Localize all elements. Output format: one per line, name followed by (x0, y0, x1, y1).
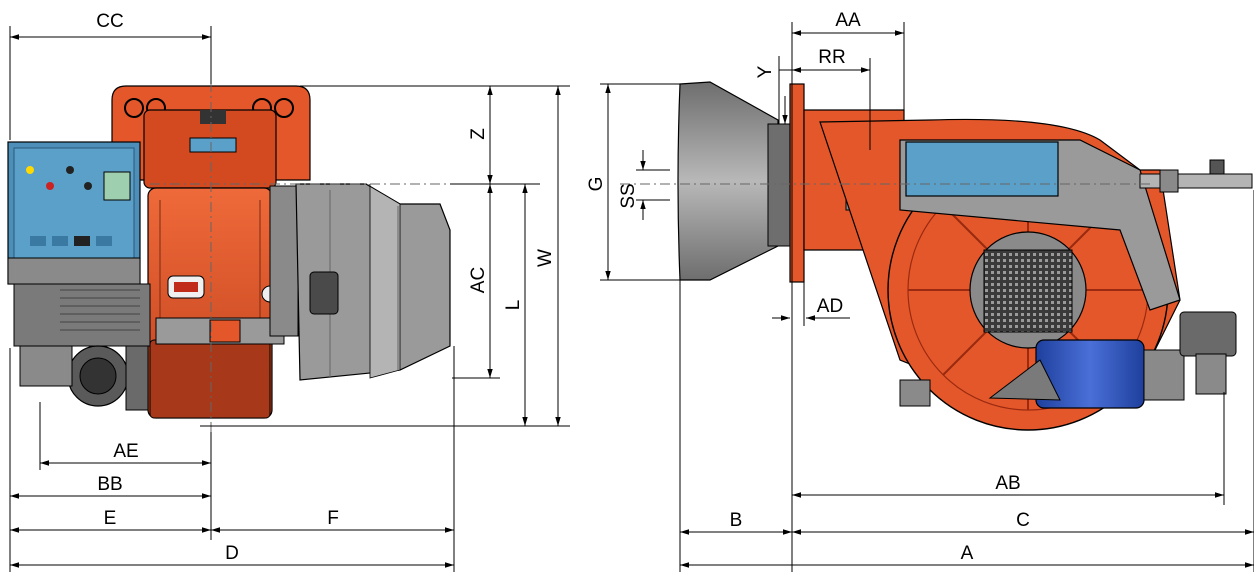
front-view (7, 85, 451, 419)
dim-label-aa: AA (835, 10, 861, 31)
dim-label-bb: BB (97, 474, 122, 495)
dim-label-z: Z (468, 128, 489, 140)
dim-label-y: Y (755, 65, 776, 78)
dim-label-ac: AC (468, 267, 489, 293)
dim-label-e: E (104, 508, 117, 529)
blast-tube-cone (677, 81, 779, 281)
dim-label-w: W (535, 249, 556, 267)
dim-label-cc: CC (96, 11, 123, 32)
side-view (677, 81, 1253, 431)
dim-label-ab: AB (995, 473, 1020, 494)
air-inlet-grille (983, 249, 1073, 333)
dim-label-g: G (586, 177, 607, 192)
dim-label-a: A (961, 543, 974, 564)
dim-label-l: L (503, 300, 524, 311)
oil-lance (1139, 173, 1253, 189)
side-control-panel (905, 141, 1059, 197)
dim-label-c: C (1016, 510, 1030, 531)
dim-label-ae: AE (113, 441, 138, 462)
dim-label-d: D (225, 543, 239, 564)
dim-label-b: B (730, 510, 743, 531)
dim-label-ad: AD (817, 296, 843, 317)
motor-housing (13, 283, 151, 347)
dim-label-f: F (327, 508, 339, 529)
dim-label-ss: SS (618, 183, 639, 208)
dim-label-rr: RR (818, 47, 845, 68)
